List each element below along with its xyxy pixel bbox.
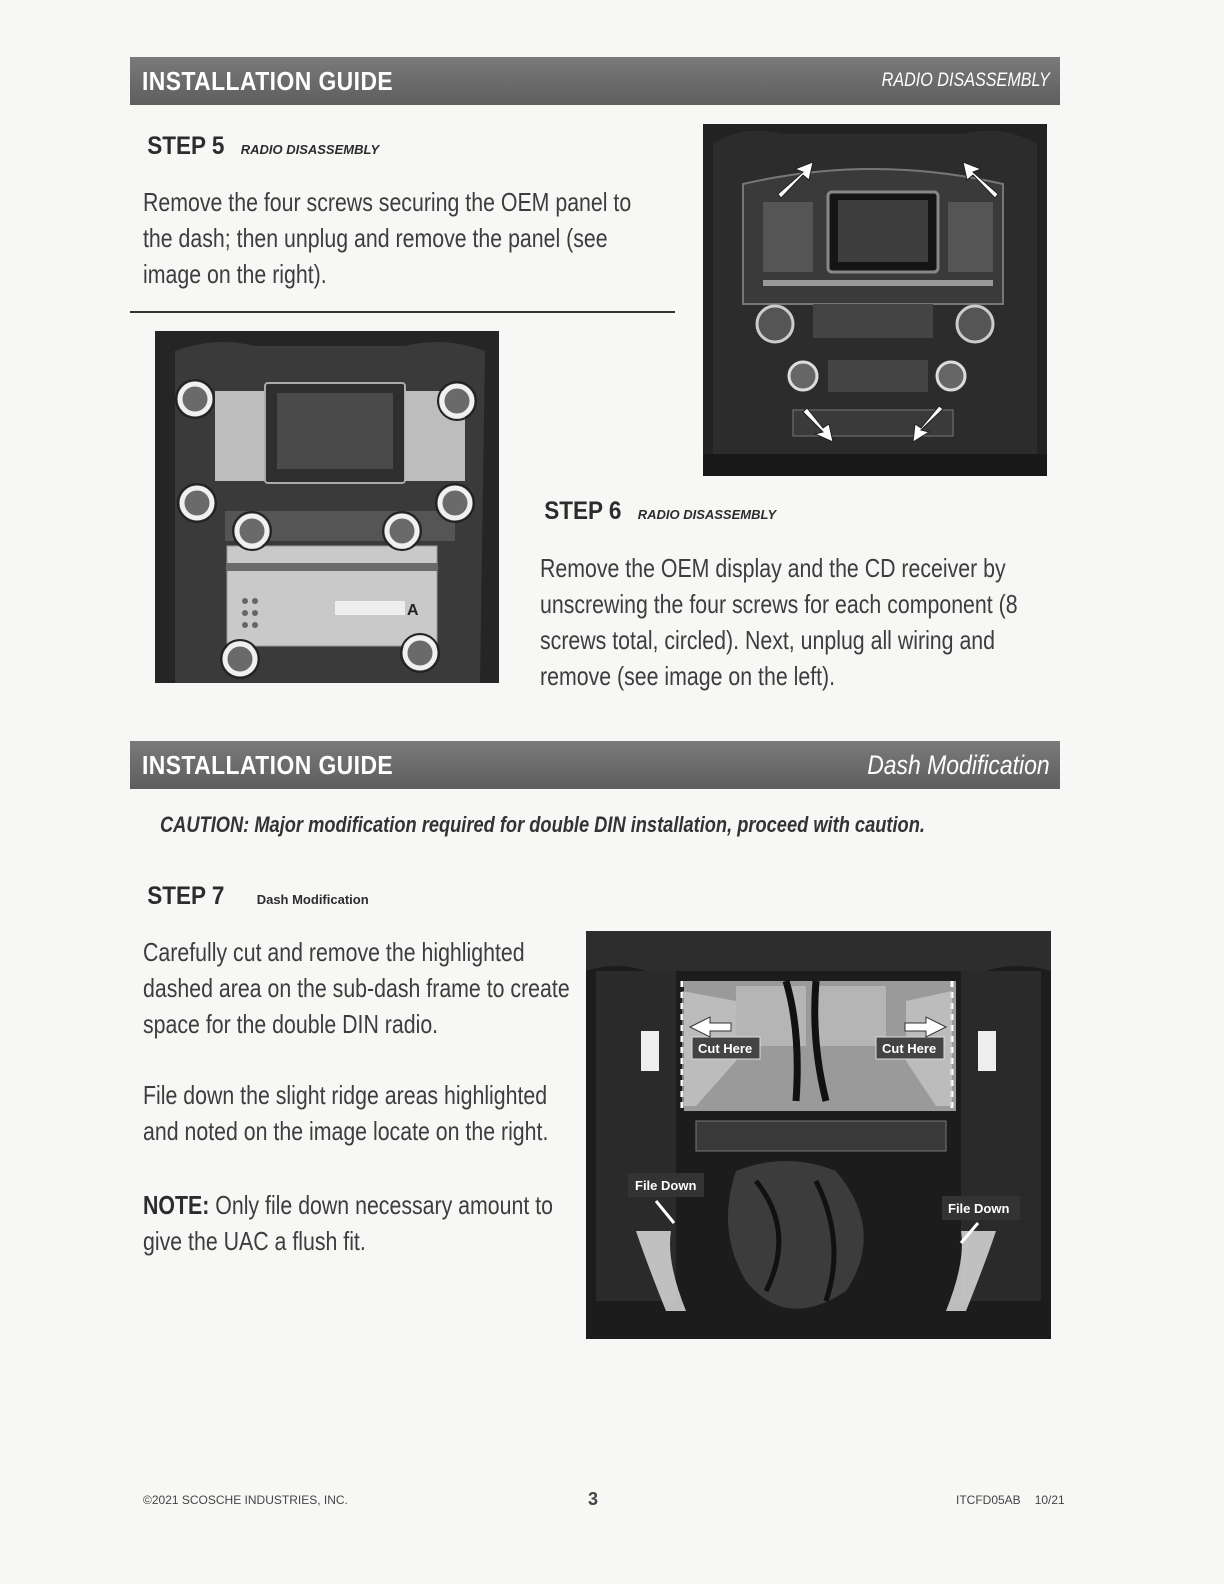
section-header-dash-modification: INSTALLATION GUIDE Dash Modification xyxy=(130,741,1060,789)
header-subtitle: Dash Modification xyxy=(867,749,1050,780)
section-header-radio-disassembly: INSTALLATION GUIDE RADIO DISASSEMBLY xyxy=(130,57,1060,105)
footer-copyright: ©2021 SCOSCHE INDUSTRIES, INC. xyxy=(143,1493,348,1507)
photo-label-file-down-right: File Down xyxy=(948,1201,1009,1216)
note-label: NOTE: xyxy=(143,1190,210,1220)
step-6-heading: STEP 6 RADIO DISASSEMBLY xyxy=(540,497,776,526)
step-6-title: STEP 6 xyxy=(544,497,622,525)
step-7-subtitle: Dash Modification xyxy=(256,892,369,907)
step-7-para1: Carefully cut and remove the highlighted… xyxy=(143,937,570,1039)
step-5-title: STEP 5 xyxy=(147,132,225,160)
step-5-text: Remove the four screws securing the OEM … xyxy=(143,187,632,289)
photo-label-cut-here-right: Cut Here xyxy=(882,1041,936,1056)
header-title: INSTALLATION GUIDE xyxy=(142,749,394,780)
caution-text: CAUTION: Major modification required for… xyxy=(160,812,925,837)
photo-radio-screws: A xyxy=(155,331,499,683)
photo-label-a: A xyxy=(407,602,419,619)
photo-label-cut-here-left: Cut Here xyxy=(698,1041,752,1056)
header-subtitle: RADIO DISASSEMBLY xyxy=(881,70,1050,91)
step-7-note: NOTE: Only file down necessary amount to… xyxy=(143,1190,553,1256)
step-5-heading: STEP 5 RADIO DISASSEMBLY xyxy=(143,132,379,161)
step-7-title: STEP 7 xyxy=(147,882,225,910)
step-6-text: Remove the OEM display and the CD receiv… xyxy=(540,553,1018,691)
step-5-divider xyxy=(130,311,675,313)
photo-label-file-down-left: File Down xyxy=(635,1178,696,1193)
header-title: INSTALLATION GUIDE xyxy=(142,65,394,96)
step-7-para2: File down the slight ridge areas highlig… xyxy=(143,1080,549,1146)
step-5-subtitle: RADIO DISASSEMBLY xyxy=(240,142,380,157)
step-7-heading: STEP 7 Dash Modification xyxy=(143,882,369,911)
footer-page-number: 3 xyxy=(588,1489,599,1509)
step-6-subtitle: RADIO DISASSEMBLY xyxy=(637,507,777,522)
photo-dash-panel xyxy=(703,124,1047,476)
photo-sub-dash-frame: Cut Here Cut Here File Down File Down xyxy=(586,931,1051,1339)
